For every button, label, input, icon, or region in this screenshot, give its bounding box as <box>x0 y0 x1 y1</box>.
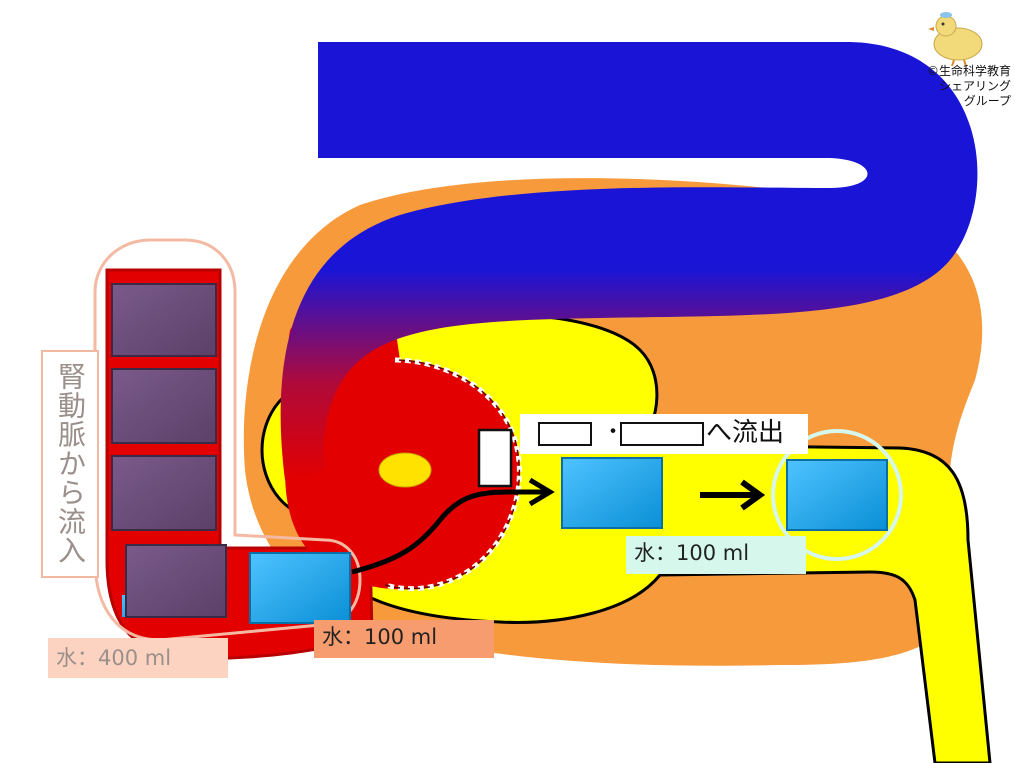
water-block-tubule <box>786 459 888 531</box>
water-block-capsule <box>561 457 663 529</box>
right-arrow-icon <box>528 477 555 507</box>
water-400ml-label: 水：400 ml <box>48 638 228 678</box>
glomerular-membrane <box>384 357 522 592</box>
outflow-text: へ流出 <box>706 418 785 448</box>
credit-line-1: ©生命科学教育 <box>926 64 1011 78</box>
filtration-path <box>351 489 548 575</box>
copyright-credit: ©生命科学教育 シェアリング グループ <box>901 64 1011 109</box>
chick-logo-icon <box>928 12 983 66</box>
outflow-label: ・ へ流出 <box>520 414 808 454</box>
separator-dot: ・ <box>602 420 625 445</box>
water-100ml-artery-label: 水：100 ml <box>314 620 494 658</box>
blank-answer-box-2 <box>620 422 704 446</box>
right-arrow-head-icon <box>740 479 766 511</box>
tubule-highlight-circle <box>771 429 903 561</box>
blood-block-4 <box>125 544 227 618</box>
efferent-vessel <box>280 42 978 480</box>
blood-block-2 <box>111 368 217 444</box>
blank-box-vertical <box>477 428 513 488</box>
blood-block-1 <box>111 283 217 357</box>
blood-block-3 <box>111 455 217 531</box>
credit-line-3: グループ <box>963 94 1011 108</box>
glomerulus-hole <box>378 452 432 488</box>
water-100ml-tubule-label: 水：100 ml <box>626 536 806 574</box>
renal-artery-inflow-label: 腎動脈から流入 <box>41 350 99 578</box>
blank-answer-box-1 <box>538 422 592 446</box>
credit-line-2: シェアリング <box>938 79 1011 93</box>
water-block-artery <box>249 552 351 624</box>
